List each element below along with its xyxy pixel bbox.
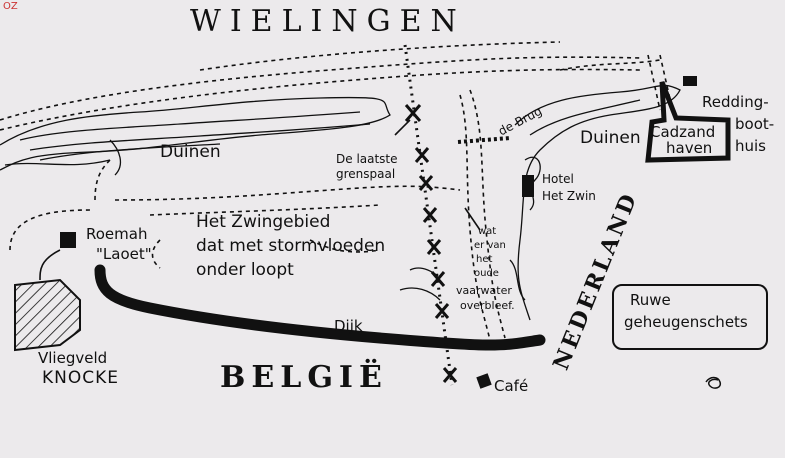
bridge (457, 136, 511, 144)
vaarwater-label-line4: oude (474, 268, 499, 279)
hotel-label-line1: Hotel (542, 172, 574, 186)
zwin-label-line3: onder loopt (196, 260, 294, 280)
vaarwater-label-line3: het (476, 254, 493, 265)
roemah-label-line2: "Laoet" (96, 245, 152, 263)
ruwe-label-line2: geheugenschets (624, 313, 748, 331)
hotel-label-line2: Het Zwin (542, 189, 596, 203)
cafe-building (476, 373, 492, 389)
roemah-building (60, 232, 76, 248)
reddingboothuis-label-line2: boot- (735, 115, 775, 133)
grenspaal-label-line1: De laatste (336, 152, 398, 166)
duinen-east-label: Duinen (580, 128, 641, 148)
vliegveld-label-line1: Vliegveld (38, 349, 108, 367)
airfield (14, 278, 81, 352)
cadzand-label-line1: Cadzand (650, 123, 716, 141)
leader-lines (39, 119, 481, 281)
grenspaal-label-line2: grenspaal (336, 167, 396, 181)
dijk-label: Dijk (334, 317, 363, 335)
vliegveld-label-line2: KNOCKE (42, 368, 120, 388)
dike (94, 264, 546, 351)
buildings (60, 76, 697, 389)
coastline-dotted-lines (0, 41, 673, 341)
corner-mark: OZ (3, 1, 18, 12)
sea-name-label: WIELINGEN (190, 4, 466, 39)
ruwe-schets-box: Ruwe geheugenschets (612, 284, 768, 350)
roemah-label-line1: Roemah (86, 225, 148, 243)
vaarwater-label-line6: overbleef. (460, 299, 515, 312)
dune-scribbles (0, 84, 681, 321)
reddingboothuis-label-line3: huis (735, 137, 766, 155)
duinen-west-label: Duinen (160, 142, 221, 162)
vaarwater-label-line1: wat (478, 226, 497, 237)
border-line (403, 44, 458, 386)
cadzand-harbour (645, 81, 731, 163)
cafe-label: Café (494, 377, 529, 395)
zwin-label-line2: dat met stormvloeden (196, 236, 386, 256)
zwin-label-line1: Het Zwingebied (196, 212, 331, 232)
vaarwater-label-line5: vaarwater (456, 284, 512, 297)
hotel-building (522, 175, 534, 197)
vaarwater-label-line2: er van (474, 240, 506, 251)
reddingboothuis-label-line1: Redding- (702, 93, 769, 111)
signature-mark (705, 376, 722, 389)
cadzand-label-line2: haven (666, 139, 713, 157)
reddingboothuis-building (683, 76, 697, 86)
ruwe-label-line1: Ruwe (630, 291, 671, 309)
country-belgium-label: BELGIË (220, 360, 388, 395)
